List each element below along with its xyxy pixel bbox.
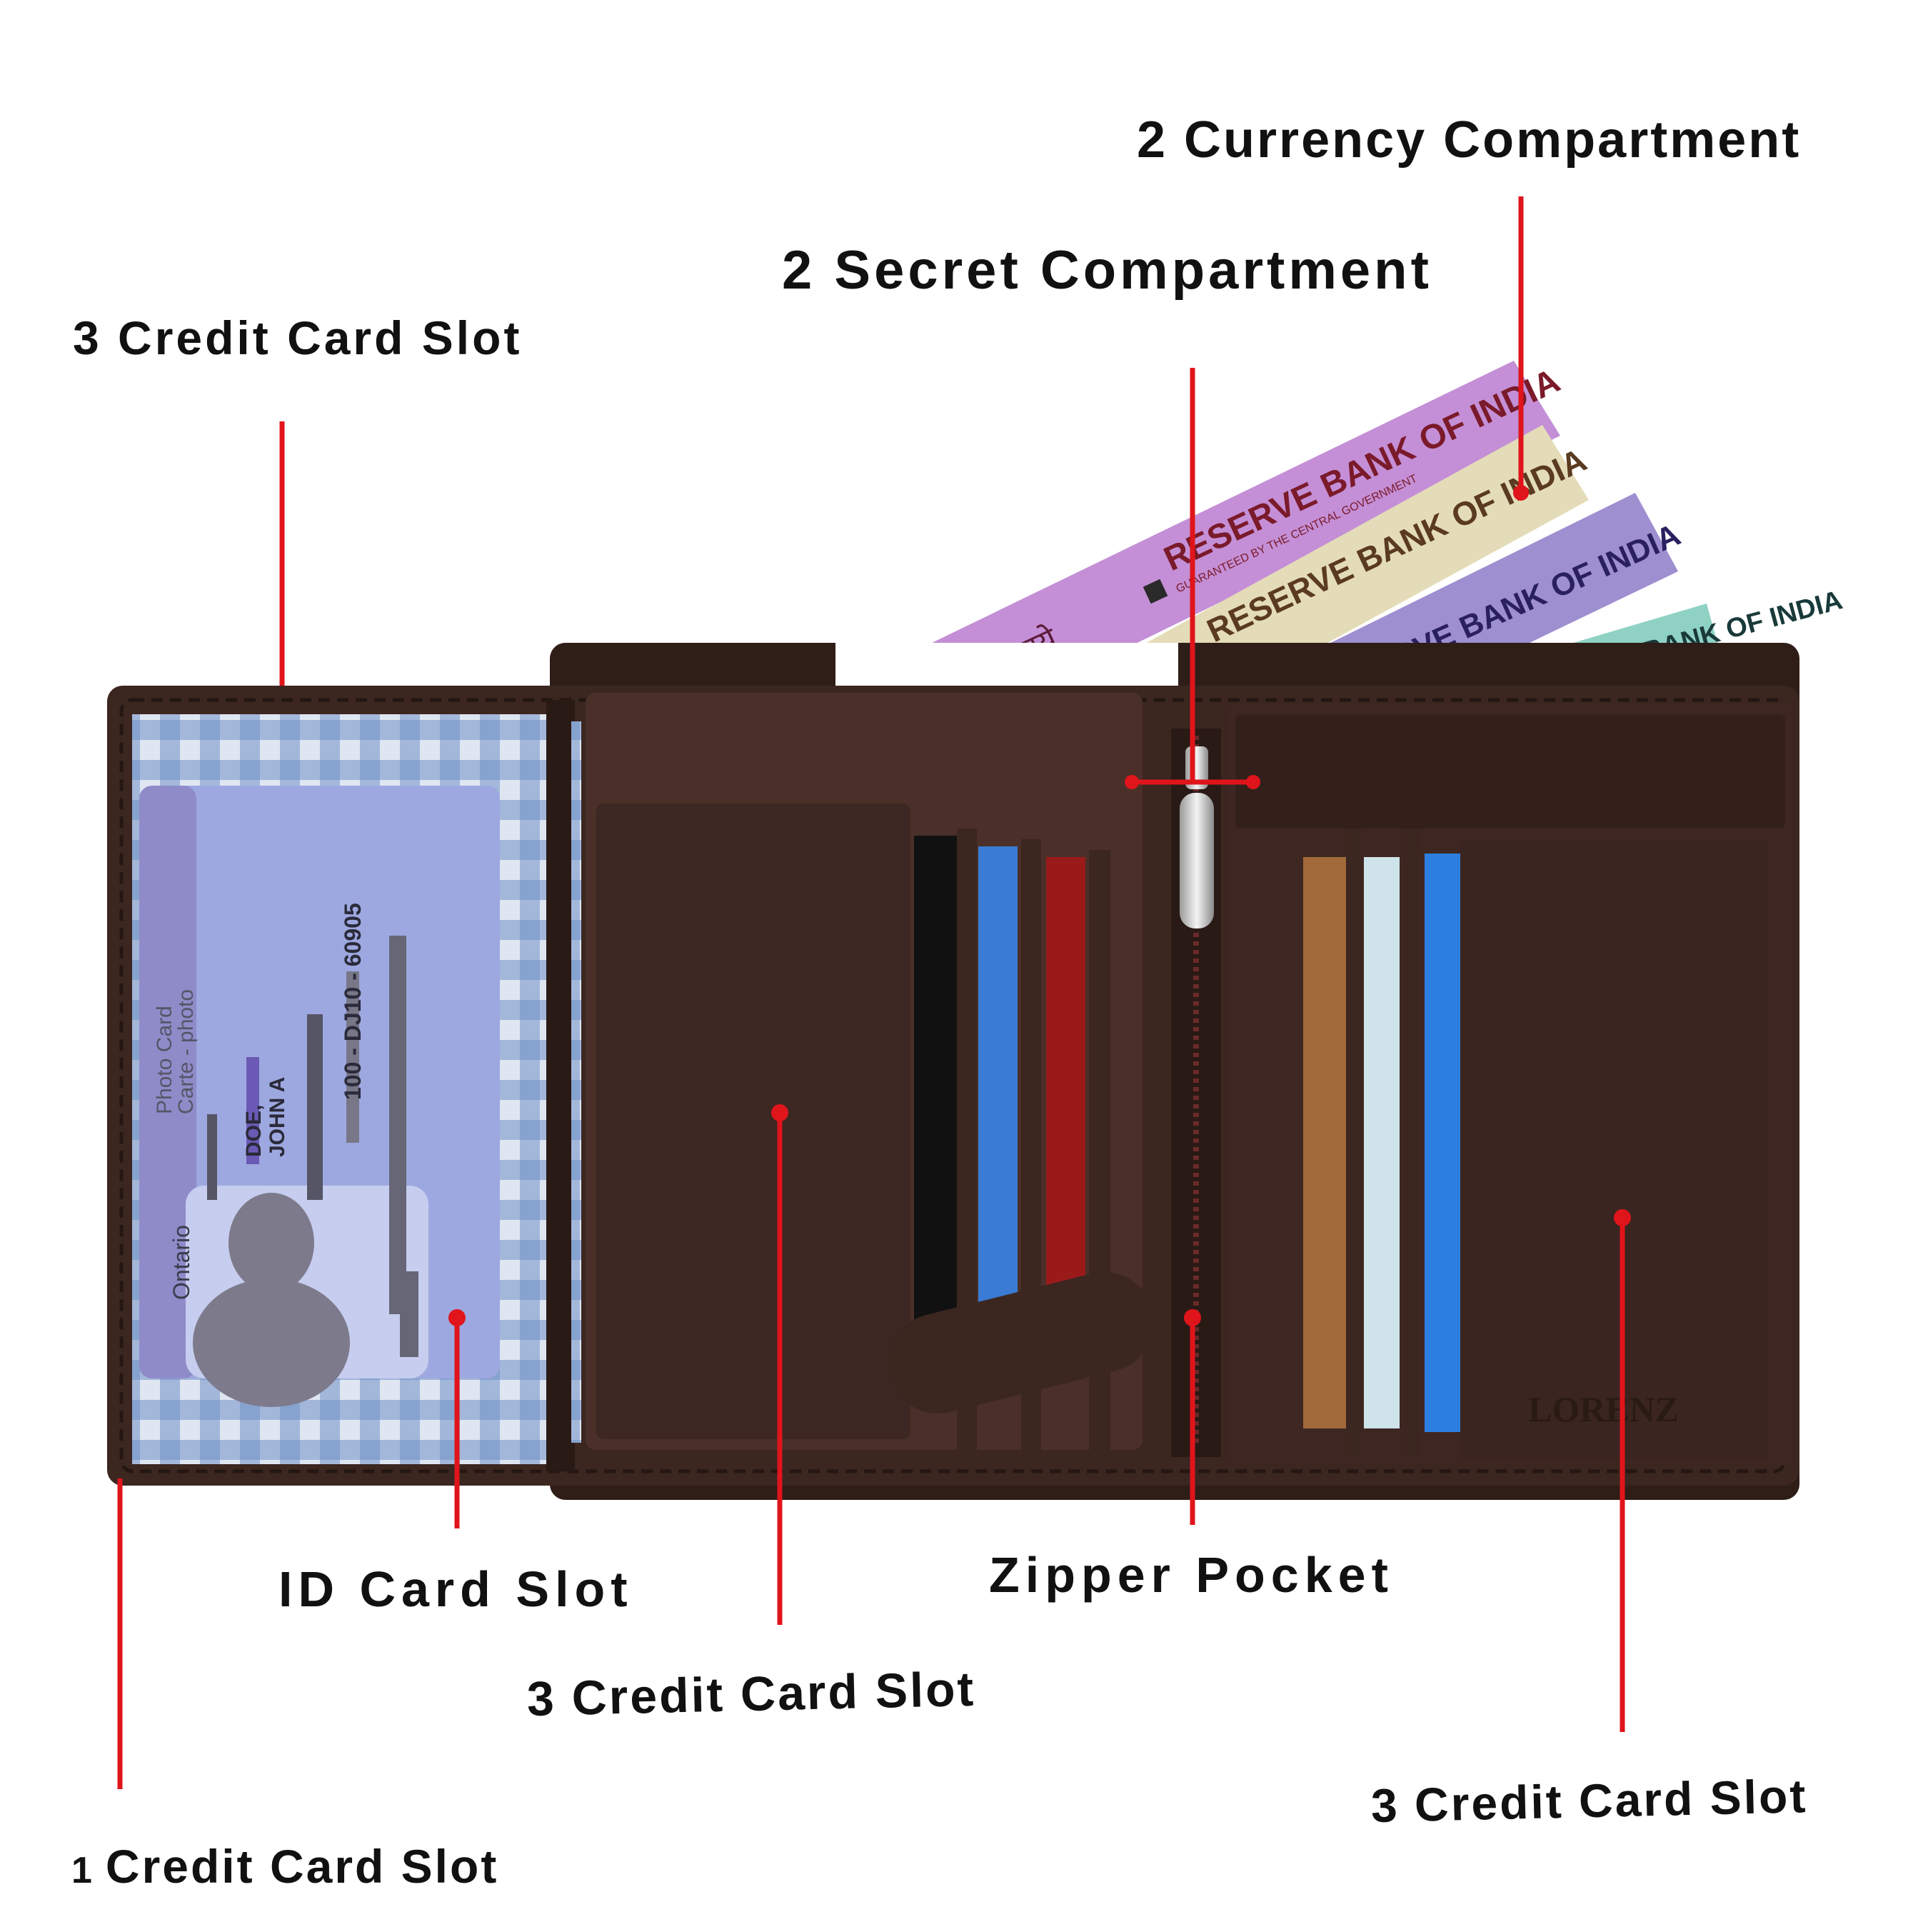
callout-credit-card-slot-top-left: 3 Credit Card Slot: [73, 311, 523, 364]
zipper-pull[interactable]: [1180, 793, 1214, 929]
callout-credit-card-slot-right: 3 Credit Card Slot: [1370, 1769, 1809, 1832]
brand-emboss: LORENZ: [1528, 1389, 1679, 1429]
id-card-header-en: Photo Card: [153, 1006, 176, 1114]
card-black: [914, 836, 957, 1343]
card-brown: [1303, 857, 1346, 1428]
id-card-province: Ontario: [169, 1225, 194, 1300]
id-card-name: DOE,JOHN A: [242, 1077, 289, 1157]
card-blue: [978, 846, 1018, 1346]
leader-lines: [117, 196, 1631, 1789]
callout-credit-card-slot-bottom-left: 1 Credit Card Slot: [71, 1839, 498, 1893]
callout-currency-compartment: 2 Currency Compartment: [1137, 111, 1802, 169]
id-window-panel: Photo Card Carte - photo DOE,JOHN A 100 …: [132, 714, 546, 1464]
callout-credit-card-slot-center: 3 Credit Card Slot: [526, 1661, 977, 1726]
right-panel: LORENZ: [1228, 704, 1792, 1464]
center-large-pocket: [596, 804, 910, 1439]
card-red: [1046, 857, 1085, 1357]
callout-credit-card-slot-bottom-left-num: 1: [71, 1850, 94, 1891]
card-bright-blue: [1425, 854, 1460, 1432]
id-card-header-fr: Carte - photo: [174, 989, 198, 1114]
callout-zipper-pocket: Zipper Pocket: [989, 1547, 1394, 1603]
id-card-number: 100 - DJ10 - 60905: [340, 903, 366, 1100]
callout-secret-compartment: 2 Secret Compartment: [782, 240, 1432, 301]
card-light: [1364, 857, 1400, 1428]
right-large-pocket: [1460, 839, 1767, 1461]
callout-id-card-slot: ID Card Slot: [278, 1561, 633, 1617]
center-panel: [586, 693, 1165, 1457]
zipper: [1171, 729, 1221, 1457]
clasp-tab[interactable]: [878, 1261, 1165, 1424]
callout-credit-card-slot-bottom-left-text: Credit Card Slot: [105, 1840, 499, 1893]
